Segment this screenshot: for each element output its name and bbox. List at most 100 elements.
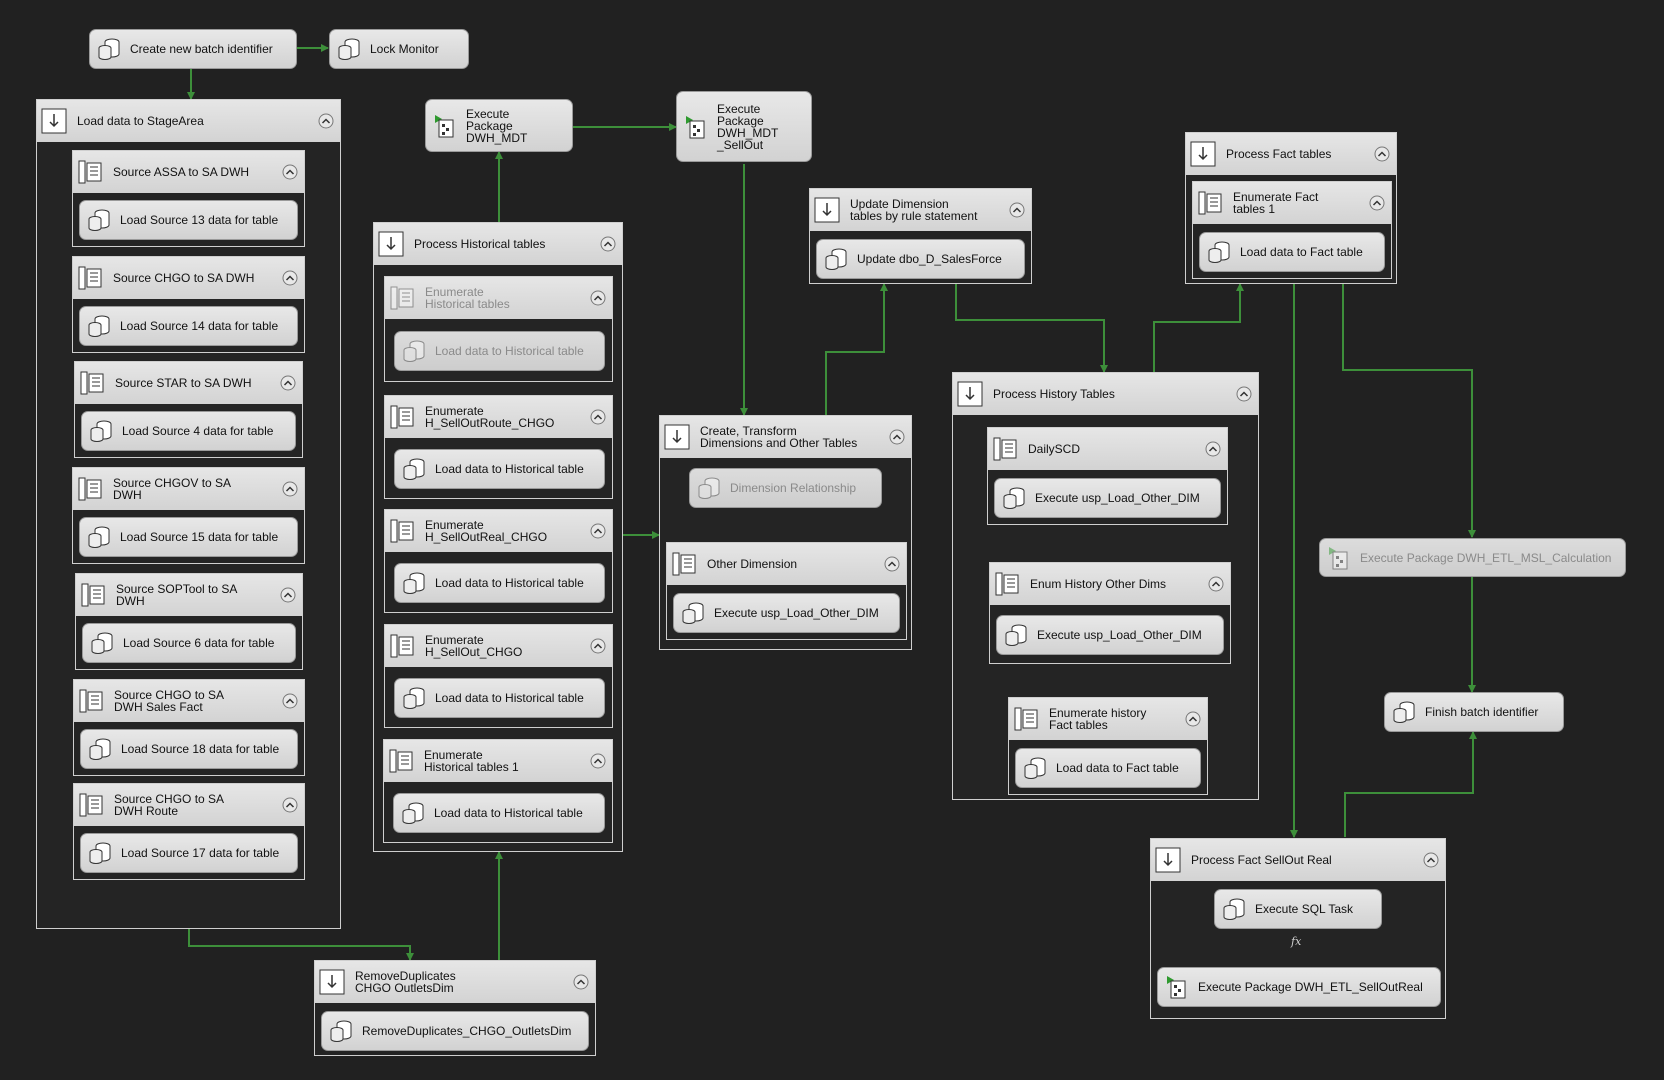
container-header[interactable]: DailySCD <box>988 428 1227 470</box>
foreach-loop-container-disabled[interactable]: Enumerate Historical tables Load data to… <box>384 276 613 382</box>
collapse-icon[interactable] <box>280 587 296 603</box>
update-salesforce-task[interactable]: Update dbo_D_SalesForce <box>816 239 1025 279</box>
execute-usp-task[interactable]: Execute usp_Load_Other_DIM <box>996 615 1224 655</box>
collapse-icon[interactable] <box>1374 146 1390 162</box>
collapse-icon[interactable] <box>1208 576 1224 592</box>
collapse-icon[interactable] <box>282 164 298 180</box>
load-historical-task[interactable]: Load data to Historical table <box>394 449 605 489</box>
other-dimension-container[interactable]: Other Dimension Execute usp_Load_Other_D… <box>666 542 907 640</box>
execute-package-mdt-task[interactable]: Execute Package DWH_MDT <box>425 99 573 152</box>
container-header[interactable]: Process Fact tables <box>1186 133 1396 175</box>
load-source-task[interactable]: Load Source 13 data for table <box>79 200 298 240</box>
daily-scd-container[interactable]: DailySCD Execute usp_Load_Other_DIM <box>987 427 1228 525</box>
collapse-icon[interactable] <box>590 290 606 306</box>
stage-area-container[interactable]: Load data to StageArea Source ASSA to SA… <box>36 99 341 929</box>
container-header[interactable]: Update Dimension tables by rule statemen… <box>810 189 1031 231</box>
foreach-loop-container[interactable]: Enumerate Historical tables 1 Load data … <box>383 739 613 843</box>
load-source-task[interactable]: Load Source 14 data for table <box>79 306 298 346</box>
execute-package-sellout-task[interactable]: Execute Package DWH_MDT _SellOut <box>676 91 812 162</box>
fact-sellout-real-container[interactable]: Process Fact SellOut Real Execute SQL Ta… <box>1150 838 1446 1019</box>
collapse-icon[interactable] <box>1185 711 1201 727</box>
collapse-icon[interactable] <box>573 974 589 990</box>
foreach-loop-container[interactable]: Source SOPTool to SA DWH Load Source 6 d… <box>75 573 303 670</box>
collapse-icon[interactable] <box>1236 386 1252 402</box>
load-source-task[interactable]: Load Source 17 data for table <box>80 833 298 873</box>
lock-monitor-task[interactable]: Lock Monitor <box>329 29 469 69</box>
container-header[interactable]: Source CHGO to SA DWH <box>73 257 304 299</box>
remove-duplicates-task[interactable]: RemoveDuplicates_CHGO_OutletsDim <box>321 1011 589 1051</box>
collapse-icon[interactable] <box>1009 202 1025 218</box>
create-batch-task[interactable]: Create new batch identifier <box>89 29 297 69</box>
execute-usp-task[interactable]: Execute usp_Load_Other_DIM <box>673 593 900 633</box>
foreach-loop-container[interactable]: Enumerate Fact tables 1 Load data to Fac… <box>1192 181 1392 279</box>
container-header[interactable]: Enumerate H_SellOutReal_CHGO <box>385 510 612 552</box>
load-historical-task[interactable]: Load data to Historical table <box>394 331 605 371</box>
container-header[interactable]: Enumerate H_SellOutRoute_CHGO <box>385 396 612 438</box>
collapse-icon[interactable] <box>1205 441 1221 457</box>
collapse-icon[interactable] <box>282 481 298 497</box>
container-header[interactable]: Enum History Other Dims <box>990 563 1230 605</box>
collapse-icon[interactable] <box>280 375 296 391</box>
collapse-icon[interactable] <box>884 556 900 572</box>
container-header[interactable]: Source CHGO to SA DWH Route <box>74 784 304 826</box>
load-source-task[interactable]: Load Source 15 data for table <box>79 517 298 557</box>
foreach-loop-container[interactable]: Enumerate H_SellOutReal_CHGO Load data t… <box>384 509 613 613</box>
load-source-task[interactable]: Load Source 6 data for table <box>82 623 296 663</box>
collapse-icon[interactable] <box>282 693 298 709</box>
finish-batch-task[interactable]: Finish batch identifier <box>1384 692 1564 732</box>
history-tables-container[interactable]: Process History Tables DailySCD Execute … <box>952 372 1259 800</box>
execute-usp-task[interactable]: Execute usp_Load_Other_DIM <box>994 478 1221 518</box>
foreach-loop-container[interactable]: Enumerate H_SellOutRoute_CHGO Load data … <box>384 395 613 499</box>
foreach-loop-container[interactable]: Source CHGO to SA DWH Route Load Source … <box>73 783 305 880</box>
execute-sql-task[interactable]: Execute SQL Task <box>1214 889 1382 929</box>
enum-fact-container[interactable]: Enumerate history Fact tables Load data … <box>1008 697 1208 795</box>
collapse-icon[interactable] <box>590 409 606 425</box>
foreach-loop-container[interactable]: Source CHGO to SA DWH Load Source 14 dat… <box>72 256 305 353</box>
foreach-loop-container[interactable]: Source CHGOV to SA DWH Load Source 15 da… <box>72 467 305 564</box>
update-dimension-container[interactable]: Update Dimension tables by rule statemen… <box>809 188 1032 284</box>
collapse-icon[interactable] <box>1423 852 1439 868</box>
container-header[interactable]: Source ASSA to SA DWH <box>73 151 304 193</box>
expression-fx-icon[interactable]: fx <box>1291 935 1302 948</box>
container-header[interactable]: Other Dimension <box>667 543 906 585</box>
container-header[interactable]: Enumerate H_SellOut_CHGO <box>385 625 612 667</box>
load-source-task[interactable]: Load Source 18 data for table <box>80 729 298 769</box>
enum-history-container[interactable]: Enum History Other Dims Execute usp_Load… <box>989 562 1231 664</box>
foreach-loop-container[interactable]: Source CHGO to SA DWH Sales Fact Load So… <box>73 679 305 776</box>
create-transform-container[interactable]: Create, Transform Dimensions and Other T… <box>659 415 912 650</box>
remove-duplicates-container[interactable]: RemoveDuplicates CHGO OutletsDim RemoveD… <box>314 960 596 1056</box>
collapse-icon[interactable] <box>590 753 606 769</box>
collapse-icon[interactable] <box>600 236 616 252</box>
collapse-icon[interactable] <box>590 523 606 539</box>
container-header[interactable]: Process History Tables <box>953 373 1258 415</box>
container-header[interactable]: RemoveDuplicates CHGO OutletsDim <box>315 961 595 1003</box>
foreach-loop-container[interactable]: Source STAR to SA DWH Load Source 4 data… <box>74 361 303 458</box>
load-historical-task[interactable]: Load data to Historical table <box>394 678 605 718</box>
container-header[interactable]: Create, Transform Dimensions and Other T… <box>660 416 911 458</box>
container-header[interactable]: Source STAR to SA DWH <box>75 362 302 404</box>
execute-package-sellout-real-task[interactable]: Execute Package DWH_ETL_SellOutReal <box>1157 967 1441 1007</box>
historical-container[interactable]: Process Historical tables Enumerate Hist… <box>373 222 623 852</box>
collapse-icon[interactable] <box>590 638 606 654</box>
container-header[interactable]: Process Historical tables <box>374 223 622 265</box>
container-header[interactable]: Source SOPTool to SA DWH <box>76 574 302 616</box>
collapse-icon[interactable] <box>1369 195 1385 211</box>
load-fact-task[interactable]: Load data to Fact table <box>1015 748 1201 788</box>
foreach-loop-container[interactable]: Enumerate H_SellOut_CHGO Load data to Hi… <box>384 624 613 728</box>
load-source-task[interactable]: Load Source 4 data for table <box>81 411 296 451</box>
container-header[interactable]: Enumerate Historical tables <box>385 277 612 319</box>
dimension-relationship-task[interactable]: Dimension Relationship <box>689 468 882 508</box>
load-fact-task[interactable]: Load data to Fact table <box>1199 232 1385 272</box>
collapse-icon[interactable] <box>889 429 905 445</box>
load-historical-task[interactable]: Load data to Historical table <box>394 563 605 603</box>
container-header[interactable]: Source CHGOV to SA DWH <box>73 468 304 510</box>
container-header[interactable]: Source CHGO to SA DWH Sales Fact <box>74 680 304 722</box>
collapse-icon[interactable] <box>282 270 298 286</box>
container-header[interactable]: Process Fact SellOut Real <box>1151 839 1445 881</box>
container-header[interactable]: Enumerate history Fact tables <box>1009 698 1207 740</box>
container-header[interactable]: Enumerate Fact tables 1 <box>1193 182 1391 224</box>
execute-package-msl-task[interactable]: Execute Package DWH_ETL_MSL_Calculation <box>1319 538 1626 577</box>
fact-tables-container[interactable]: Process Fact tables Enumerate Fact table… <box>1185 132 1397 284</box>
container-header[interactable]: Enumerate Historical tables 1 <box>384 740 612 782</box>
